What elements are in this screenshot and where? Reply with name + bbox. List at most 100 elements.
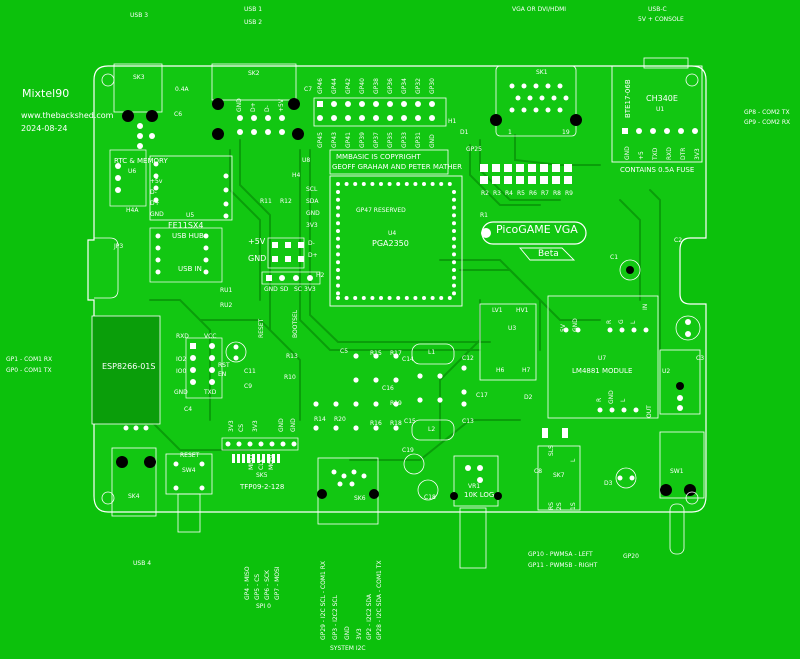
rtc-label: RTC & MEMORY	[114, 157, 168, 165]
gp-top-3: GP40	[359, 78, 366, 94]
vr1-volume-pot	[450, 455, 502, 569]
vga-pin	[533, 107, 539, 113]
pga-pad	[336, 252, 340, 257]
pga-pad	[336, 182, 340, 186]
des-u7: U7	[598, 355, 607, 362]
vga-pin	[551, 95, 557, 101]
pga-pad	[336, 283, 340, 288]
sk6-i2c-connector	[317, 457, 379, 525]
des-hv1: HV1	[516, 307, 529, 314]
vga-pin	[521, 107, 527, 113]
resistor-pad	[540, 176, 548, 184]
website: www.thebackshed.com	[21, 111, 114, 120]
label-usb4: USB 4	[133, 560, 152, 567]
des-r14: R14	[314, 416, 326, 423]
vga-pin	[539, 95, 545, 101]
des-u3: U3	[508, 325, 517, 332]
fs1-value: 0.4A	[175, 86, 189, 93]
des-r15: R15	[370, 350, 382, 357]
usbc-pad	[622, 128, 628, 134]
reset-pad-label: RESET	[258, 318, 265, 338]
u7-pin-8: L	[620, 398, 627, 402]
sw4-reset-label: RESET	[180, 452, 200, 459]
passive-pad	[461, 401, 467, 407]
h1-pad	[331, 101, 337, 107]
u2-regulator	[659, 349, 701, 415]
h2-pin-2: SC	[294, 286, 302, 293]
esp-left-3: RST	[218, 362, 230, 369]
vga-pin	[509, 83, 515, 89]
spi-pad	[236, 441, 242, 447]
vga-resistors	[480, 164, 572, 184]
u7-pin-7: GND	[608, 390, 615, 404]
hub-pin-0: +5V	[248, 237, 266, 246]
pga-pad	[353, 182, 358, 186]
h1-pad	[359, 101, 365, 107]
pga-pad	[452, 291, 456, 296]
passive-pad	[437, 397, 443, 403]
copyright-line2: GEOFF GRAHAM AND PETER MATHER	[332, 163, 462, 171]
label-spi-2: GP6 - SCK	[264, 570, 271, 600]
resistor-pad	[528, 164, 536, 172]
des-h7: H7	[522, 367, 531, 374]
usbc-pad	[692, 128, 698, 134]
des-c12: C12	[462, 355, 474, 362]
usbc-pad	[650, 128, 656, 134]
h1-pad	[429, 101, 435, 107]
des-c17: C17	[476, 392, 488, 399]
sk5-part: TFP09-2-128	[240, 483, 285, 491]
vga-pin-19: 19	[562, 129, 570, 136]
usbc-pin-1: +5	[638, 151, 645, 160]
u7-pin-9: OUT	[646, 405, 653, 418]
esp-right-2: EN	[218, 371, 227, 378]
h1-pad	[401, 115, 407, 121]
spi-finger	[277, 454, 280, 463]
u7-pin-2: R	[606, 319, 613, 324]
pga-pad	[439, 296, 444, 300]
des-r3: R3	[493, 190, 501, 197]
gp-top-6: GP34	[401, 78, 408, 94]
passive-pad	[437, 373, 443, 379]
des-h1: H1	[448, 118, 457, 125]
des-c2: C2	[674, 237, 683, 244]
des-c13: C13	[462, 418, 474, 425]
h4-pin-2: GND	[306, 210, 320, 217]
u6-pin-1: D-	[150, 189, 157, 196]
resistor-pad	[516, 164, 524, 172]
u4-pga2350-socket	[329, 175, 463, 307]
sk2-pin-0: GND	[236, 98, 243, 112]
pga-pad	[422, 296, 426, 300]
h4-pin-0: SCL	[306, 186, 318, 193]
des-c14: C14	[402, 356, 414, 363]
usbc-pin-0: GND	[624, 146, 631, 160]
des-c3: C3	[696, 355, 705, 362]
pga-pad	[336, 197, 340, 202]
c3-capacitor	[675, 315, 701, 341]
des-r20: R20	[334, 416, 346, 423]
sk1-vga	[490, 65, 582, 137]
des-r10: R10	[284, 374, 296, 381]
label-vga: VGA OR DVI/HDMI	[512, 6, 567, 13]
usb-hub-label: USB HUB	[172, 232, 204, 240]
pga-pad	[396, 296, 401, 300]
u1-usbc-module	[611, 57, 703, 163]
des-sk1: SK1	[536, 69, 548, 76]
sk3-usb3	[113, 63, 163, 149]
h1-pad	[331, 115, 337, 121]
pga-pad	[452, 252, 456, 257]
spi-finger	[232, 454, 235, 463]
des-c16: C16	[382, 385, 394, 392]
resistor-pad	[540, 164, 548, 172]
spi-pin-7: GND	[290, 418, 297, 432]
pga-pad	[344, 296, 349, 300]
des-r19: R19	[390, 400, 402, 407]
label-i2c-4: GP2 - I2C2 SDA	[366, 594, 373, 640]
gp-bot-5: GP35	[387, 132, 394, 148]
pga-pad	[452, 260, 456, 265]
spi-pin-1: CS	[238, 424, 245, 432]
des-r4: R4	[505, 190, 513, 197]
h1-pad	[345, 115, 351, 121]
copyright-line1: MMBASIC IS COPYRIGHT	[336, 153, 421, 161]
h1-pad	[415, 115, 421, 121]
des-sk3: SK3	[133, 74, 145, 81]
